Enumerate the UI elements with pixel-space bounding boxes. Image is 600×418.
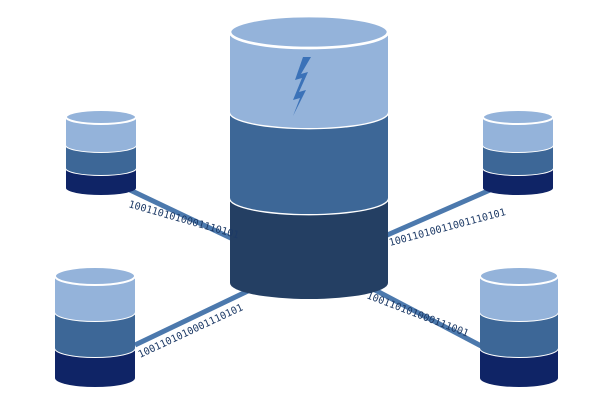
database-icon-top-left-layer: [66, 117, 136, 152]
database-icon-top-right-top: [482, 109, 554, 125]
database-icon-top-right-layer: [483, 117, 553, 152]
database-icon-top-left-layer: [66, 145, 136, 175]
link-line-top-right: [383, 187, 492, 239]
database-icon-center-top: [228, 14, 390, 50]
database-icon-bottom-left-layer: [55, 312, 135, 357]
database-icon-center: [228, 14, 390, 299]
database-icon-bottom-right-top: [479, 266, 559, 286]
binary-label-bottom-right: 100110101000111001: [365, 291, 470, 340]
database-icon-bottom-left: [54, 266, 136, 387]
database-icon-top-left-top: [65, 109, 137, 125]
database-icon-bottom-right-layer: [480, 276, 558, 321]
binary-label-top-left: 1001101010001110101: [127, 199, 240, 241]
database-icon-bottom-left-top: [54, 266, 136, 286]
database-icon-center-layer: [230, 32, 388, 128]
database-icon-center-layer: [230, 112, 388, 214]
database-icon-top-left: [65, 109, 137, 195]
database-icon-center-layer: [230, 198, 388, 299]
database-icon-bottom-left-layer: [55, 276, 135, 321]
database-icon-bottom-right-layer: [480, 348, 558, 387]
database-icon-bottom-left-layer: [55, 348, 135, 387]
database-icon-bottom-right: [479, 266, 559, 387]
lightning-bolt-icon: [293, 57, 311, 116]
database-icon-top-right: [482, 109, 554, 195]
database-icon-top-right-layer: [483, 145, 553, 175]
link-line-top-left: [128, 187, 237, 243]
database-icon-bottom-right-layer: [480, 312, 558, 357]
link-line-bottom-left: [133, 287, 252, 348]
binary-label-bottom-left: 1001101010001110101: [137, 302, 245, 360]
link-line-bottom-right: [373, 287, 487, 351]
